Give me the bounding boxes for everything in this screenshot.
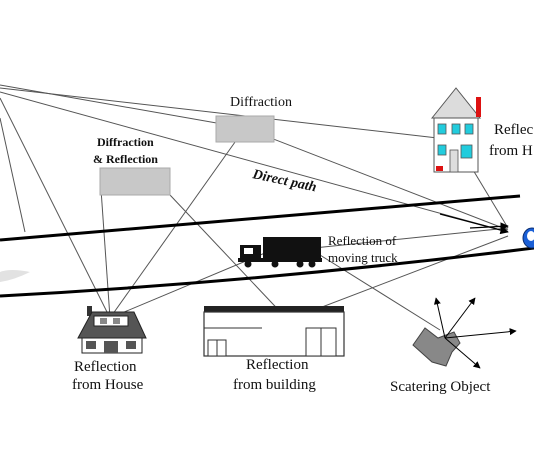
ray-tx-left-steep xyxy=(0,117,26,233)
ray-house-right-in xyxy=(0,87,456,141)
label-reflection-right-house-line2: from H xyxy=(489,143,533,159)
label-diffraction-reflection-line2: & Reflection xyxy=(93,152,158,166)
label-reflection-house-line1: Reflection xyxy=(74,359,137,375)
ray-diffraction-out xyxy=(244,127,509,231)
label-reflection-truck-line2: moving truck xyxy=(328,250,398,265)
road-shadow xyxy=(0,270,30,282)
ray-tx-to-reflection-house xyxy=(0,97,111,319)
arrow-truck-to-receiver xyxy=(469,222,509,231)
label-reflection-house-line2: from House xyxy=(72,377,144,393)
label-reflection-building-line1: Reflection xyxy=(246,357,309,373)
label-reflection-right-house-line1: Reflec xyxy=(494,122,533,138)
label-scattering-object: Scatering Object xyxy=(390,379,491,395)
ray-dr-box-across xyxy=(169,194,289,321)
diffraction-reflection-obstacle xyxy=(99,167,171,196)
label-diffraction: Diffraction xyxy=(230,95,292,110)
right-house-icon xyxy=(430,87,482,173)
arrow-direct-path-to-receiver xyxy=(439,213,509,235)
truck-icon xyxy=(238,237,322,268)
label-diffraction-reflection-line1: Diffraction xyxy=(97,135,154,149)
road-upper-edge xyxy=(0,194,521,242)
road-lower-edge xyxy=(0,246,534,298)
ray-diffraction-in xyxy=(0,84,246,129)
ray-house-to-truck xyxy=(109,252,266,319)
building-icon xyxy=(203,306,345,357)
scattering-object-icon xyxy=(412,327,461,367)
left-house-icon xyxy=(77,306,147,354)
diffraction-obstacle xyxy=(215,115,275,143)
ray-dr-box-down xyxy=(99,174,111,319)
ray-direct-path xyxy=(0,91,509,233)
receiver-car-icon xyxy=(522,227,534,249)
scattered-ray-arrows xyxy=(433,297,517,369)
label-reflection-building-line2: from building xyxy=(233,377,316,393)
label-direct-path: Direct path xyxy=(250,167,318,195)
ray-scatter-in xyxy=(319,254,441,331)
label-reflection-truck-line1: Reflection of xyxy=(328,233,397,248)
